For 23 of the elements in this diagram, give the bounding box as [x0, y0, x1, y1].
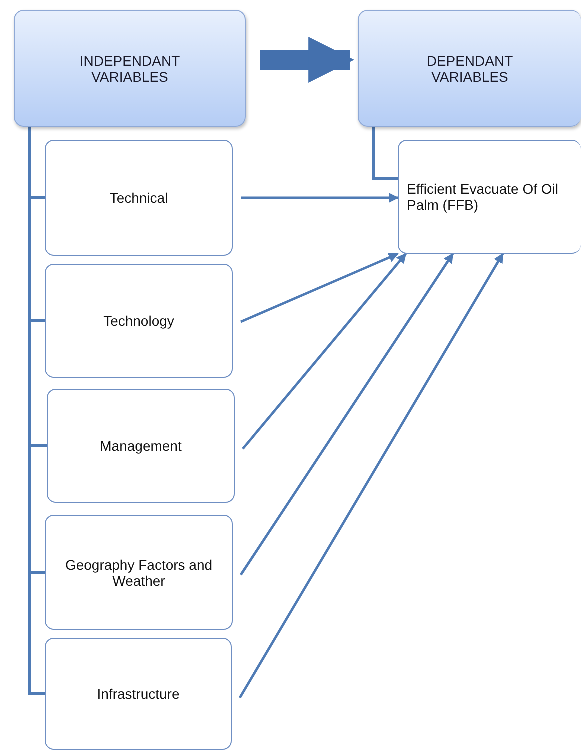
node-label: Management — [100, 438, 182, 454]
arrow — [240, 252, 399, 324]
variable-box — [45, 140, 233, 256]
connector-line — [372, 127, 398, 180]
arrow — [238, 253, 504, 699]
node-label: Technical — [110, 190, 168, 206]
arrow — [240, 253, 454, 576]
header-box — [14, 10, 246, 127]
variable-box — [45, 515, 233, 630]
block-arrow — [260, 37, 355, 83]
variable-box — [398, 140, 581, 254]
node-label: Efficient Evacuate Of Oil Palm (FFB) — [407, 181, 560, 213]
node-label: Technology — [104, 313, 174, 329]
header-box — [358, 10, 581, 127]
node-label: Geography Factors and Weather — [64, 556, 214, 588]
variable-box — [45, 264, 233, 378]
node-label: Infrastructure — [97, 686, 180, 702]
node-label: INDEPENDANT VARIABLES — [78, 52, 182, 84]
node-label: DEPENDANT VARIABLES — [426, 52, 514, 84]
arrow — [241, 193, 399, 203]
variable-box — [45, 638, 232, 750]
variable-box — [47, 389, 235, 503]
arrow — [242, 253, 407, 450]
